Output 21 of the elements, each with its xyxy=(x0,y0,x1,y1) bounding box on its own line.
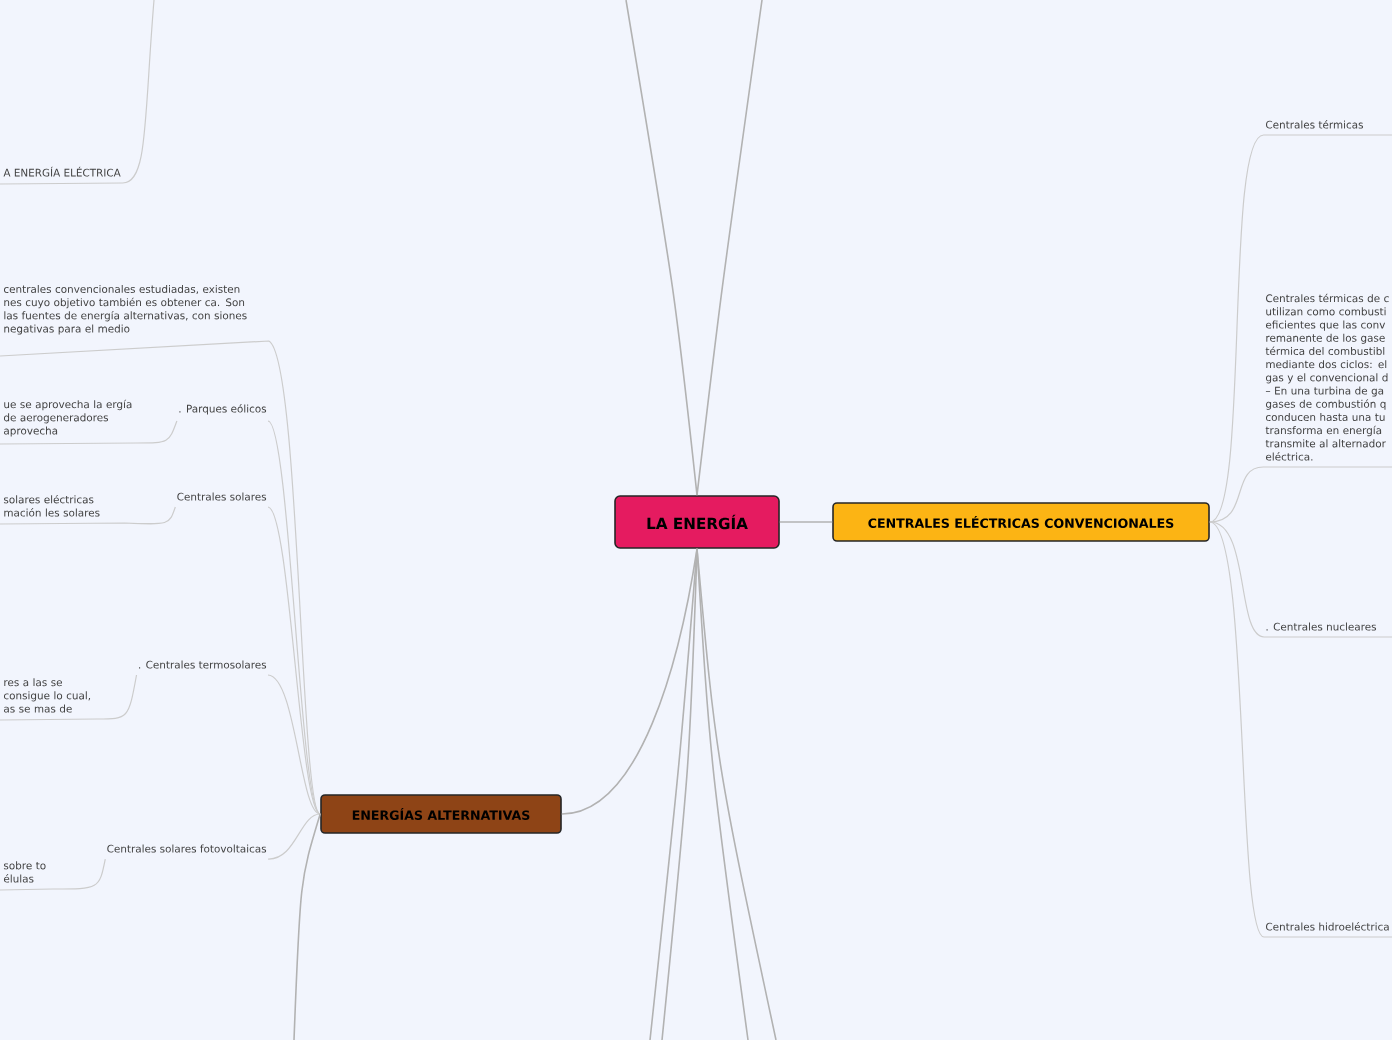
connector-line xyxy=(696,0,763,496)
connector-line xyxy=(267,674,321,815)
connector-line xyxy=(661,548,698,1040)
connector-line xyxy=(1209,521,1392,638)
connector-line xyxy=(696,548,777,1040)
connector-line xyxy=(0,506,176,525)
connector-line xyxy=(625,0,698,496)
connector-line xyxy=(0,420,178,445)
connector-line xyxy=(267,420,321,815)
connector-line xyxy=(696,548,749,1040)
connector-line xyxy=(0,674,138,721)
connector-line xyxy=(267,813,321,860)
connector-line xyxy=(779,521,833,523)
connector-line xyxy=(0,858,106,891)
connector-line xyxy=(0,0,155,185)
connector-line xyxy=(267,506,321,815)
connector-line xyxy=(1209,521,1392,938)
connector-line xyxy=(1209,134,1392,523)
connector-line xyxy=(1209,466,1392,523)
connector-line xyxy=(561,548,698,815)
connector-line xyxy=(293,813,321,1040)
